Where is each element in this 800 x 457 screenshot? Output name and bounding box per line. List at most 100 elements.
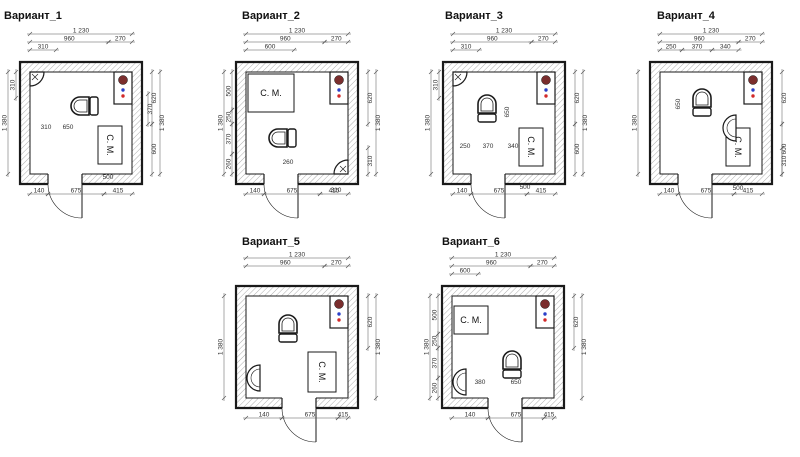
door-swing [470, 183, 506, 219]
hot-pipe-icon [751, 94, 755, 98]
washing-machine-label: С. М. [317, 361, 327, 383]
dimension-tick [435, 331, 441, 337]
dimension-tick [373, 293, 379, 299]
dimension-tick [449, 415, 455, 421]
dimension-label: 960 [694, 36, 705, 43]
dimension-tick [435, 345, 441, 351]
dimension-tick [335, 415, 341, 421]
dimension-tick [221, 69, 227, 75]
dimension-tick [529, 39, 534, 45]
dimension-tick [129, 191, 135, 197]
dimension-label: 1 230 [495, 252, 512, 259]
dimension-label: 260 [283, 159, 294, 166]
dimension-label: 650 [63, 124, 74, 131]
dimension-tick [468, 191, 474, 197]
dimension-tick [243, 47, 249, 53]
dimension-tick [635, 69, 641, 75]
outer-wall [234, 60, 360, 186]
dimension-tick [365, 171, 371, 177]
dimension-label: 1 230 [289, 28, 306, 35]
dimension-tick [580, 69, 586, 75]
dimension-tick [709, 47, 715, 53]
dimension-tick [675, 191, 681, 197]
outer-wall [18, 60, 144, 186]
dimension-label: 140 [250, 188, 261, 195]
dimension-label: 960 [486, 260, 497, 267]
dimension-tick [345, 191, 351, 197]
dimension-tick [221, 171, 227, 177]
dimension-label: 415 [338, 412, 349, 419]
dimension-label: 250 [432, 335, 439, 346]
dimension-label: 1 380 [425, 114, 432, 131]
dimension-tick [571, 345, 577, 351]
dimension-tick [345, 415, 351, 421]
dimension-tick [261, 191, 267, 197]
washing-machine-label: С. М. [260, 88, 282, 98]
variant-6-title: Вариант_6 [442, 236, 500, 248]
dimension-tick [221, 395, 227, 401]
dimension-tick [157, 171, 163, 177]
dimension-tick [580, 171, 586, 177]
dimension-tick [149, 171, 155, 177]
dimension-tick [736, 39, 741, 45]
dimension-label: 250 [666, 44, 677, 51]
dimension-label: 620 [781, 92, 788, 103]
toilet-icon [268, 128, 297, 148]
dimension-label: 310 [433, 79, 440, 90]
dimension-tick [27, 47, 33, 53]
dimension-label: 140 [457, 188, 468, 195]
dimension-tick [779, 171, 785, 177]
door-swing [677, 183, 713, 219]
variant-5-title: Вариант_5 [242, 236, 300, 248]
dimension-tick [229, 121, 235, 127]
dimension-tick [450, 191, 456, 197]
dimension-tick [345, 255, 351, 261]
dimension-tick [229, 107, 235, 113]
dimension-tick [759, 39, 765, 45]
toilet-seat [271, 131, 286, 145]
dimension-tick [551, 263, 557, 269]
toilet-tank [278, 333, 298, 343]
dimension-label: 340 [720, 44, 731, 51]
dimension-tick [149, 69, 155, 75]
dimension-tick [291, 47, 297, 53]
dimension-tick [53, 47, 59, 53]
outer-wall [234, 284, 360, 410]
washing-machine-box [97, 125, 123, 165]
dimension-label: 270 [331, 260, 342, 267]
dimension-tick [657, 47, 663, 53]
dimension-tick [551, 255, 557, 261]
dimension-tick [345, 263, 351, 269]
dimension-tick [635, 171, 641, 177]
dimension-label: 270 [538, 36, 549, 43]
boiler-dial-icon [541, 75, 551, 85]
dimension-label: 620 [367, 316, 374, 327]
dimension-tick [365, 69, 371, 75]
dimension-tick [475, 271, 481, 277]
dimension-tick [436, 95, 442, 101]
washing-machine-label: С. М. [105, 134, 115, 156]
dimension-tick [229, 151, 235, 157]
cold-pipe-icon [544, 88, 548, 92]
toilet-seat [505, 353, 519, 368]
dimension-label: 600 [265, 44, 276, 51]
hot-pipe-icon [543, 318, 547, 322]
dimension-tick [485, 415, 491, 421]
cold-pipe-icon [751, 88, 755, 92]
toilet-tank [502, 369, 522, 379]
dimension-tick [221, 293, 227, 299]
dimension-tick [279, 415, 285, 421]
dimension-tick [373, 171, 379, 177]
dimension-tick [435, 395, 441, 401]
dimension-tick [27, 191, 33, 197]
dimension-tick [157, 69, 163, 75]
dimension-tick [243, 263, 249, 269]
dimension-label: 270 [331, 36, 342, 43]
dimension-label: 415 [329, 188, 340, 195]
dimension-label: 250 [226, 111, 233, 122]
dimension-tick [428, 171, 434, 177]
dimension-label: 140 [465, 412, 476, 419]
dimension-tick [13, 69, 19, 75]
